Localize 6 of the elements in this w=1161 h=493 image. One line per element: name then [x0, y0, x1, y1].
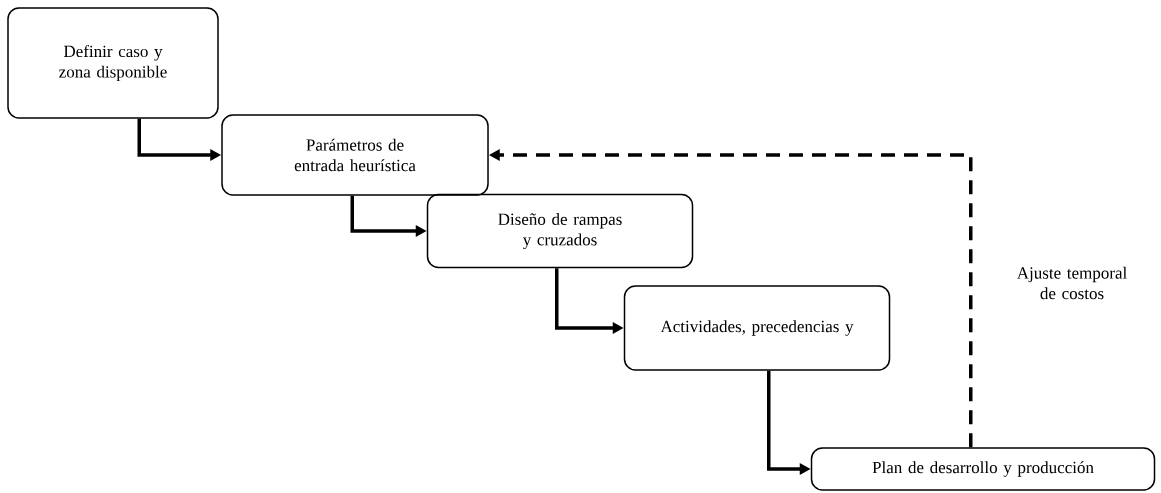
edge-label: Ajuste temporal de costos [1016, 266, 1127, 300]
process-box: Plan de desarrollo y producción [810, 447, 1156, 491]
process-box: Actividades, precedencias y [623, 285, 891, 371]
process-box: Parámetros de entrada heurística [221, 114, 489, 196]
process-box: Diseño de rampas y cruzados [426, 193, 694, 269]
process-box: Definir caso y zona disponible [7, 7, 219, 119]
